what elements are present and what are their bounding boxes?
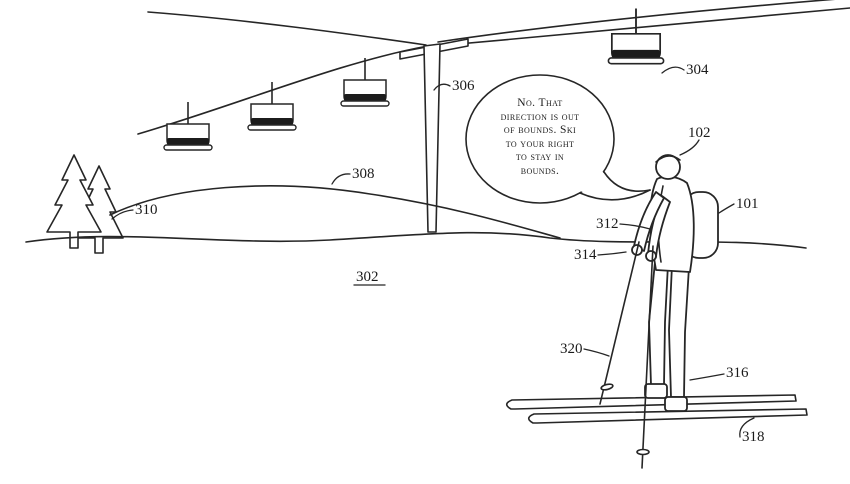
leader-316 bbox=[689, 373, 725, 381]
reference-labels: 306 304 308 310 302 102 101 312 314 320 … bbox=[111, 62, 765, 445]
ski-pole-front bbox=[599, 241, 640, 405]
trees bbox=[46, 154, 124, 254]
ski-lift bbox=[137, 0, 850, 233]
leader-310 bbox=[111, 209, 134, 220]
skier-head bbox=[655, 154, 681, 180]
speech-line: No. That bbox=[517, 97, 562, 109]
leader-314 bbox=[597, 251, 627, 256]
ref-label-306: 306 bbox=[452, 78, 475, 94]
ski-pole-back bbox=[641, 245, 654, 469]
ref-label-312: 312 bbox=[596, 216, 619, 232]
speech-line: to stay in bbox=[516, 151, 564, 163]
speech-line: bounds. bbox=[521, 165, 560, 177]
ski-boot-right bbox=[664, 396, 688, 412]
leader-308 bbox=[331, 173, 351, 185]
hillside-line bbox=[109, 185, 561, 239]
ski-upper bbox=[505, 394, 797, 410]
leader-101 bbox=[718, 203, 735, 214]
speech-bubble-tail-edge bbox=[603, 171, 651, 192]
ref-label-310: 310 bbox=[135, 202, 158, 218]
lift-cable-right bbox=[435, 7, 850, 47]
hat-brim bbox=[655, 155, 681, 163]
lift-chair bbox=[163, 101, 213, 151]
leader-318 bbox=[739, 417, 755, 438]
ref-label-308: 308 bbox=[352, 166, 375, 182]
ref-label-314: 314 bbox=[574, 247, 597, 263]
ref-label-320: 320 bbox=[560, 341, 583, 357]
lift-cable-upper-left bbox=[147, 11, 427, 46]
ref-label-101: 101 bbox=[736, 196, 759, 212]
ref-label-316: 316 bbox=[726, 365, 749, 381]
leader-306 bbox=[433, 83, 451, 91]
speech-line: of bounds. Ski bbox=[504, 124, 576, 136]
pine-tree-front bbox=[46, 154, 102, 249]
skier-leg-right bbox=[668, 264, 690, 398]
ski-boot-left bbox=[644, 383, 668, 399]
skier-arm-front bbox=[633, 191, 665, 252]
leader-304 bbox=[661, 66, 685, 74]
lift-chair bbox=[247, 81, 297, 131]
speech-line: direction is out bbox=[501, 111, 580, 123]
lift-cable-lower-left bbox=[137, 45, 429, 135]
speech-bubble: No. That direction is out of bounds. Ski… bbox=[465, 74, 651, 204]
ref-label-302: 302 bbox=[356, 269, 379, 285]
speech-bubble-tail-edge bbox=[579, 189, 651, 201]
speech-line: to your right bbox=[506, 138, 575, 150]
lift-tower-pole bbox=[423, 43, 441, 233]
leader-102 bbox=[679, 139, 700, 156]
skier bbox=[505, 154, 808, 469]
pole-basket-front bbox=[600, 383, 614, 391]
lift-chair-304 bbox=[607, 7, 665, 65]
lift-cable-upper-right bbox=[437, 0, 836, 43]
pole-basket-back bbox=[636, 448, 650, 456]
ref-label-304: 304 bbox=[686, 62, 709, 78]
skier-hand-back bbox=[645, 250, 657, 262]
leader-320 bbox=[583, 348, 610, 357]
leader-312 bbox=[619, 223, 651, 230]
ref-label-318: 318 bbox=[742, 429, 765, 445]
speech-bubble-ellipse bbox=[465, 74, 615, 204]
ref-label-102: 102 bbox=[688, 125, 711, 141]
ski-lower bbox=[527, 408, 808, 424]
